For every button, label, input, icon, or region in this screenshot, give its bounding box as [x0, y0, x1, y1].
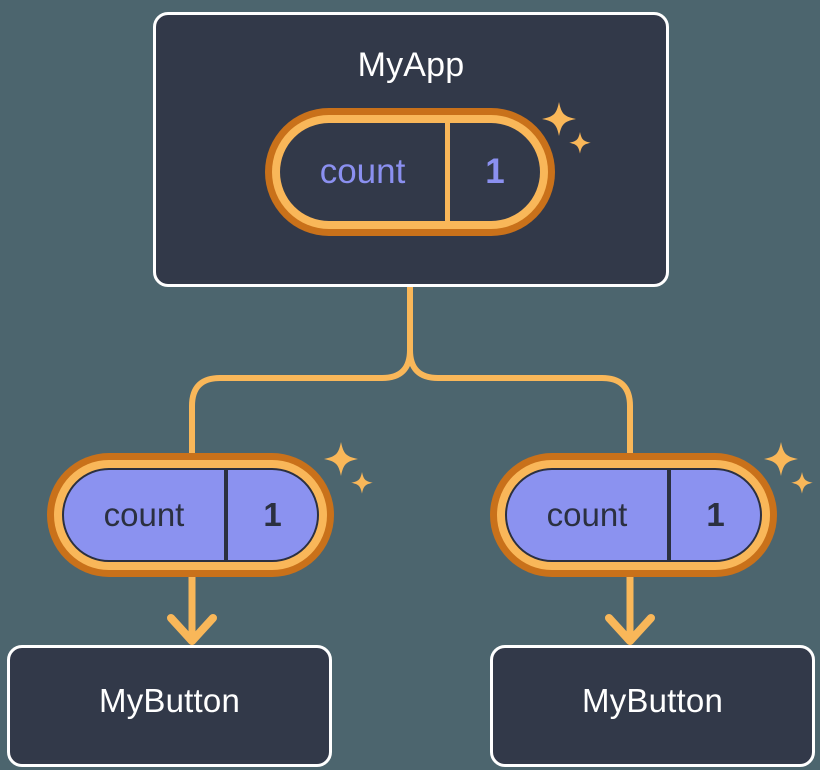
- branch-line-right: [407, 347, 633, 458]
- signal-pill-body: count 1: [505, 468, 762, 562]
- signal-pill-ring: count 1: [54, 460, 327, 570]
- branch-line-trunk: [189, 284, 413, 458]
- signal-name-left: count: [103, 496, 185, 533]
- component-card-mybutton-right[interactable]: MyButton: [490, 645, 815, 767]
- component-label-mybutton-right: MyButton: [582, 682, 723, 719]
- signal-pill-root[interactable]: count 1: [265, 108, 555, 236]
- signal-value-root: 1: [445, 123, 540, 221]
- arrow-down-icon-left-head: [167, 614, 217, 645]
- signal-name-right: count: [546, 496, 628, 533]
- signal-pill-left[interactable]: count 1: [47, 453, 334, 577]
- arrow-down-icon-right-head: [605, 614, 655, 645]
- component-card-mybutton-left[interactable]: MyButton: [7, 645, 332, 767]
- component-label-myapp: MyApp: [357, 46, 465, 84]
- component-label-mybutton-left: MyButton: [99, 682, 240, 719]
- signal-value-left: 1: [224, 470, 317, 560]
- signal-pill-body: count 1: [280, 123, 540, 221]
- signal-pill-body: count 1: [62, 468, 319, 562]
- signal-value-right: 1: [667, 470, 760, 560]
- signal-pill-ring: count 1: [497, 460, 770, 570]
- signal-pill-right[interactable]: count 1: [490, 453, 777, 577]
- signal-name-root: count: [319, 152, 406, 191]
- signal-pill-ring: count 1: [272, 115, 548, 229]
